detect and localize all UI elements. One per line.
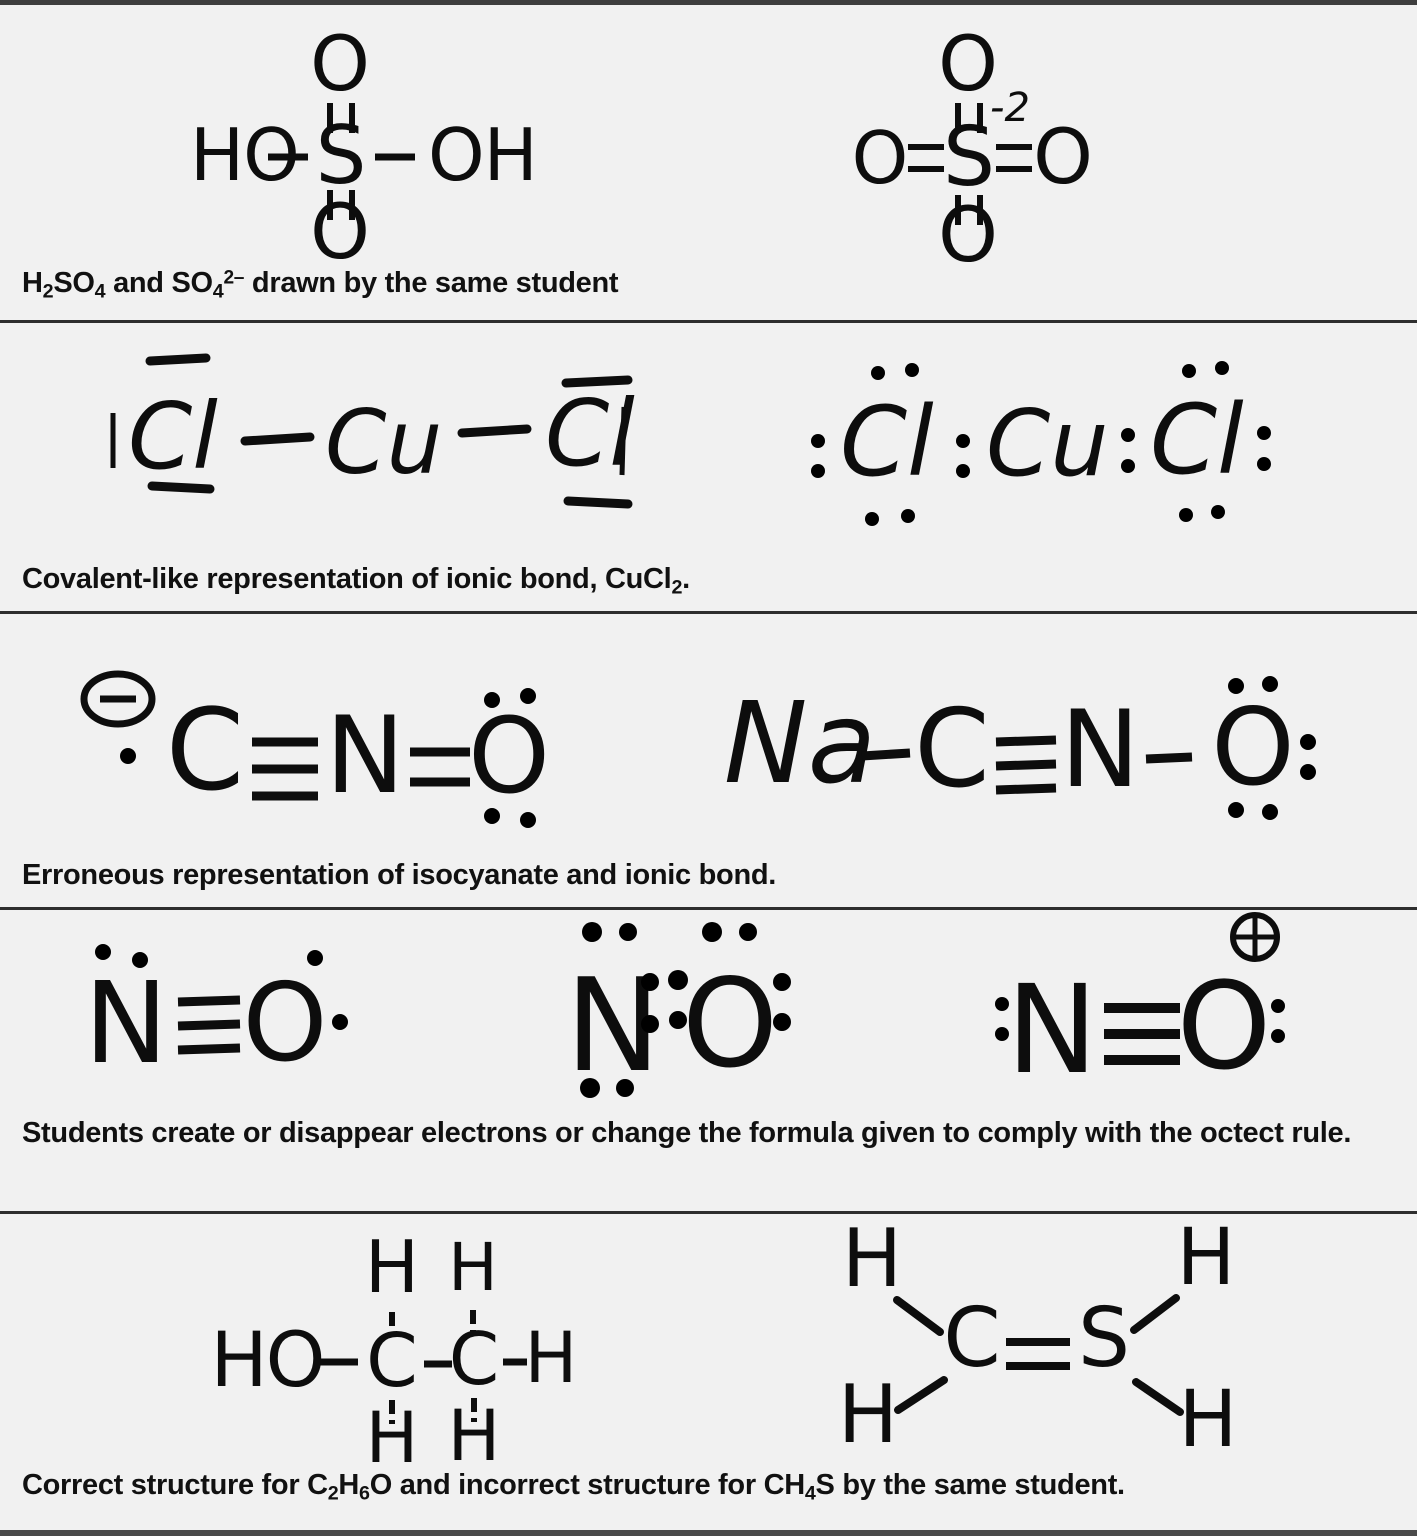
svg-text:Cl: Cl xyxy=(1150,384,1244,496)
svg-text:O: O xyxy=(468,695,550,817)
svg-text:S: S xyxy=(1078,1291,1130,1386)
svg-text:C: C xyxy=(166,686,244,816)
row1-structures: O HO S OH O O O xyxy=(0,5,1417,263)
ch4s-structure: H C S H H H xyxy=(838,1214,1237,1465)
svg-text:H: H xyxy=(366,1397,419,1469)
caption-row-cucl2: Covalent-like representation of ionic bo… xyxy=(22,562,690,599)
svg-text:C: C xyxy=(943,1291,1000,1386)
svg-text:N: N xyxy=(1060,688,1139,811)
figure-row-isocyanate: C N O Na C xyxy=(0,614,1417,910)
svg-text:C: C xyxy=(914,687,989,812)
cucl2-dot-structure: Cl Cu Cl xyxy=(811,360,1271,526)
svg-text:O: O xyxy=(938,190,998,263)
svg-text:Cu: Cu xyxy=(986,390,1109,497)
svg-text:N: N xyxy=(325,694,404,817)
svg-text:H: H xyxy=(1177,1214,1236,1303)
figure-row-octet: N O N O xyxy=(0,909,1417,1215)
no-triple-bond-structure: N O xyxy=(84,943,348,1089)
no-cation-structure: N O xyxy=(995,911,1285,1101)
cyanate-anion-structure: C N O xyxy=(80,670,550,829)
figure-row-cucl2: Cl Cu Cl Cl xyxy=(0,322,1417,615)
sulfate-structure: O O S -2 O O xyxy=(852,19,1093,263)
svg-text:O: O xyxy=(310,187,370,263)
svg-text:O: O xyxy=(682,953,778,1095)
svg-text:N: N xyxy=(84,959,168,1089)
caption-row-ethanol-ch4s: Correct structure for C2H6O and incorrec… xyxy=(22,1469,1125,1505)
svg-text:S: S xyxy=(316,109,367,202)
svg-text:O: O xyxy=(1177,958,1271,1097)
svg-text:H: H xyxy=(838,1368,898,1461)
figure-row-sulfuric: O HO S OH O O O xyxy=(0,5,1417,323)
svg-text:O: O xyxy=(310,19,370,108)
ethanol-structure: H H HO C C H H H xyxy=(211,1225,578,1469)
svg-text:OH: OH xyxy=(428,113,537,197)
svg-text:H: H xyxy=(842,1214,902,1305)
row5-structures: H H HO C C H H H H xyxy=(0,1214,1417,1469)
svg-text:O: O xyxy=(938,19,998,108)
svg-text:Cu: Cu xyxy=(325,391,442,494)
svg-text:Cl: Cl xyxy=(840,386,934,498)
svg-text:O: O xyxy=(852,116,909,200)
svg-text:H: H xyxy=(365,1225,419,1309)
svg-text:O: O xyxy=(1211,686,1294,809)
caption-row-sulfuric: H2SO4 and SO42– drawn by the same studen… xyxy=(22,267,619,303)
sodium-isocyanate-structure: Na C N O xyxy=(724,676,1316,821)
figure-row-ethanol-ch4s: H H HO C C H H H H xyxy=(0,1214,1417,1530)
svg-text:H: H xyxy=(525,1317,578,1399)
no-all-dots-structure: N O xyxy=(565,921,791,1101)
svg-text:Cl: Cl xyxy=(128,383,218,490)
svg-text:S: S xyxy=(943,110,995,205)
row3-structures: C N O Na C xyxy=(0,614,1417,849)
svg-text:O: O xyxy=(242,961,327,1086)
svg-text:H: H xyxy=(448,1395,501,1469)
svg-text:C: C xyxy=(366,1318,418,1404)
caption-row-octet: Students create or disappear electrons o… xyxy=(22,1116,1352,1149)
svg-text:H: H xyxy=(1179,1375,1238,1465)
svg-text:O: O xyxy=(1033,112,1093,201)
svg-text:H: H xyxy=(448,1229,498,1306)
svg-text:Na: Na xyxy=(724,679,876,809)
svg-text:C: C xyxy=(449,1317,499,1401)
caption-row-isocyanate: Erroneous representation of isocyanate a… xyxy=(22,859,777,892)
row4-structures: N O N O xyxy=(0,910,1417,1110)
h2so4-structure: O HO S OH O xyxy=(190,19,538,263)
svg-text:HO: HO xyxy=(211,1315,324,1404)
row2-structures: Cl Cu Cl Cl xyxy=(0,323,1417,553)
svg-text:-2: -2 xyxy=(990,85,1030,131)
cucl2-dash-structure: Cl Cu Cl xyxy=(110,353,635,509)
svg-text:N: N xyxy=(1006,959,1097,1101)
